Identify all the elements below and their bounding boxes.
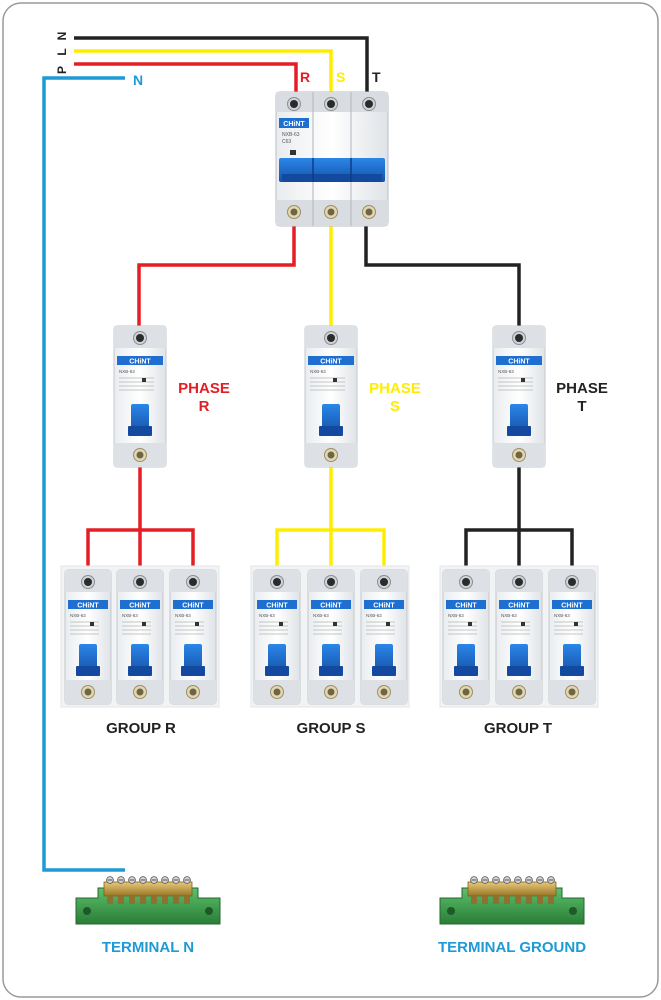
- group-t-breaker-3[interactable]: CHiNT NXB-63: [548, 569, 596, 705]
- group-label-s: GROUP S: [297, 720, 366, 737]
- main-breaker[interactable]: CHiNT NXB-63 C63: [275, 91, 389, 227]
- group-r-breaker-2[interactable]: CHiNT NXB-63: [116, 569, 164, 705]
- neutral-label: N: [133, 72, 143, 88]
- breaker-brand: CHiNT: [561, 603, 583, 610]
- phase-breaker-s[interactable]: CHiNT NXB-63: [304, 325, 358, 468]
- neutral-wire: [42, 76, 125, 872]
- group-t-breaker-1[interactable]: CHiNT NXB-63: [442, 569, 490, 705]
- terminal-n-bar: [75, 876, 221, 925]
- terminal-ground-bar: [439, 876, 585, 925]
- breaker-model: NXB-63: [448, 613, 464, 618]
- wire-t-out: [364, 226, 521, 326]
- phase-label-r-line2: R: [199, 398, 210, 415]
- group-s-breaker-3[interactable]: CHiNT NXB-63: [360, 569, 408, 705]
- breaker-model: NXB-63: [498, 369, 514, 374]
- group-t-panel: CHiNT NXB-63 CHiNT NXB-63 CHiNT NXB-63: [439, 565, 599, 708]
- terminal-label-ground: TERMINAL GROUND: [438, 939, 586, 956]
- breaker-model: NXB-63: [119, 369, 135, 374]
- group-r-breaker-1[interactable]: CHiNT NXB-63: [64, 569, 112, 705]
- input-label-p: P: [55, 66, 69, 74]
- phase-label-s-line2: S: [390, 398, 400, 415]
- breaker-model: NXB-63: [501, 613, 517, 618]
- breaker-model: NXB-63: [310, 369, 326, 374]
- breaker-brand: CHiNT: [266, 603, 288, 610]
- group-breakers: CHiNT NXB-63 CHiNT NXB-63 CHiNT NXB-63 CHiNT NX…: [60, 565, 599, 708]
- breaker-model: NXB-63: [554, 613, 570, 618]
- group-t-breaker-2[interactable]: CHiNT NXB-63: [495, 569, 543, 705]
- breaker-brand: CHiNT: [182, 603, 204, 610]
- terminal-label-n: TERMINAL N: [102, 939, 194, 956]
- breaker-model: NXB-63: [122, 613, 138, 618]
- phase-label-r-line1: PHASE: [178, 380, 230, 397]
- wire-p-red: [74, 62, 298, 92]
- phase-label-t-line1: PHASE: [556, 380, 608, 397]
- group-s-panel: CHiNT NXB-63 CHiNT NXB-63 CHiNT NXB-63: [250, 565, 410, 708]
- breaker-brand: CHiNT: [455, 603, 477, 610]
- phase-breaker-r[interactable]: CHiNT NXB-63: [113, 325, 167, 468]
- phase-breakers: CHiNT NXB-63 CHiNT NXB-63 CHiNT NXB-63: [113, 325, 546, 468]
- wire-l-yellow: [74, 49, 333, 92]
- main-breaker-rating: C63: [282, 139, 291, 145]
- breaker-model: NXB-63: [70, 613, 86, 618]
- phase-breaker-t[interactable]: CHiNT NXB-63: [492, 325, 546, 468]
- input-label-l: L: [55, 48, 69, 55]
- group-r-wires: [86, 467, 195, 574]
- breaker-brand: CHiNT: [320, 359, 342, 366]
- breaker-brand: CHiNT: [77, 603, 99, 610]
- group-s-wires: [275, 467, 386, 574]
- wire-r-out: [137, 226, 296, 326]
- group-t-wires: [464, 467, 574, 574]
- group-label-r: GROUP R: [106, 720, 176, 737]
- breaker-brand: CHiNT: [320, 603, 342, 610]
- phase-label-t-line2: T: [577, 398, 586, 415]
- breaker-brand: CHiNT: [129, 359, 151, 366]
- wire-n-black: [74, 36, 369, 92]
- breaker-brand: CHiNT: [373, 603, 395, 610]
- breaker-brand: CHiNT: [129, 603, 151, 610]
- label-r: R: [300, 69, 310, 85]
- breaker-model: NXB-63: [175, 613, 191, 618]
- group-s-breaker-2[interactable]: CHiNT NXB-63: [307, 569, 355, 705]
- breaker-brand: CHiNT: [508, 603, 530, 610]
- label-t: T: [372, 69, 381, 85]
- main-breaker-model: NXB-63: [282, 132, 300, 138]
- label-s: S: [336, 69, 345, 85]
- group-r-panel: CHiNT NXB-63 CHiNT NXB-63 CHiNT NXB-63: [60, 565, 220, 708]
- phase-label-s-line1: PHASE: [369, 380, 421, 397]
- input-label-n: N: [55, 32, 69, 41]
- group-s-breaker-1[interactable]: CHiNT NXB-63: [253, 569, 301, 705]
- breaker-model: NXB-63: [259, 613, 275, 618]
- main-breaker-brand: CHiNT: [283, 121, 305, 128]
- group-r-breaker-3[interactable]: CHiNT NXB-63: [169, 569, 217, 705]
- breaker-model: NXB-63: [366, 613, 382, 618]
- group-label-t: GROUP T: [484, 720, 552, 737]
- breaker-brand: CHiNT: [508, 359, 530, 366]
- breaker-model: NXB-63: [313, 613, 329, 618]
